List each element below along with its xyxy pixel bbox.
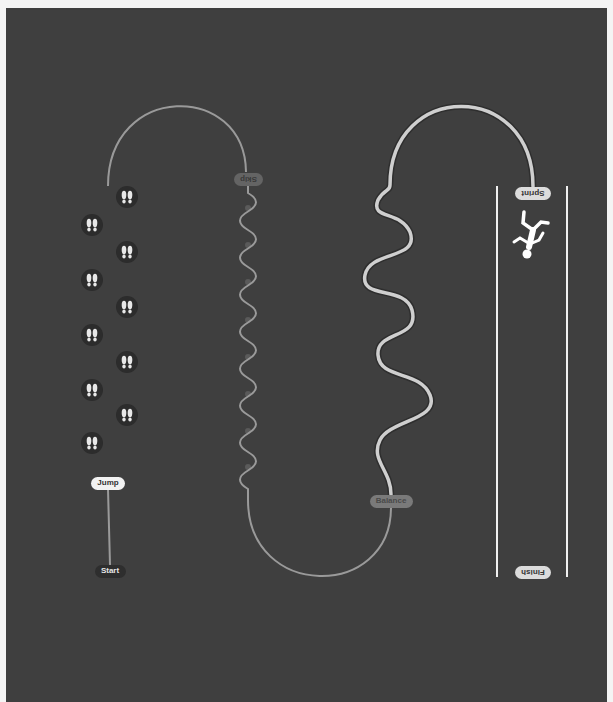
start-marker: Start (95, 565, 126, 578)
arc-line (108, 106, 246, 186)
station-marker: Skip (234, 173, 263, 186)
lane-line (496, 186, 498, 577)
runner-figure (514, 212, 548, 259)
station-label: Sprint (521, 189, 544, 197)
finish-marker: Finish (515, 566, 551, 579)
station-marker: Sprint (515, 187, 551, 200)
station-marker: Balance (370, 495, 413, 508)
playground-surface (6, 8, 607, 702)
course-line (108, 490, 110, 565)
station-label: Jump (97, 479, 118, 487)
course-line (365, 106, 533, 494)
footprint-marks (81, 186, 138, 454)
station-label: Finish (521, 568, 545, 576)
lane-line (566, 186, 568, 577)
course-line (365, 106, 533, 494)
station-label: Balance (376, 497, 407, 505)
station-label: Skip (240, 175, 257, 183)
course-line (240, 186, 391, 576)
skip-dots (245, 205, 251, 470)
station-label: Start (101, 567, 119, 575)
station-marker: Jump (91, 477, 125, 490)
